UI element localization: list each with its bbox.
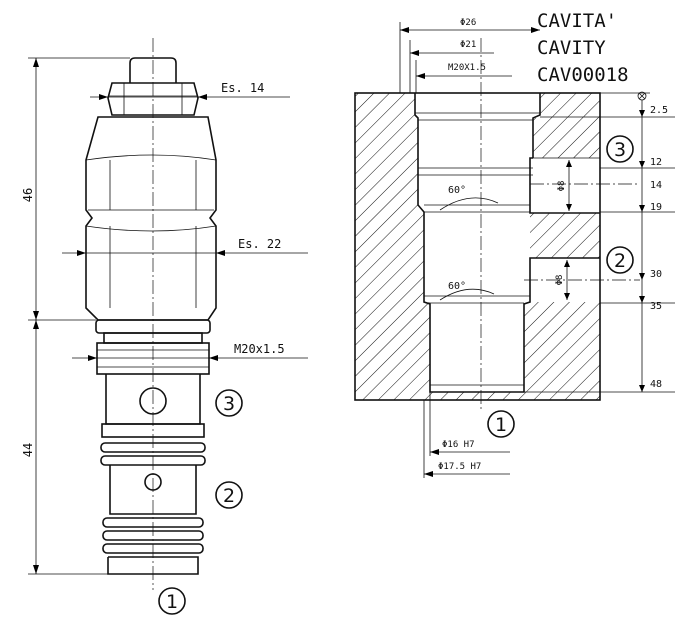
valve-port-callouts: 3 2 1: [158, 389, 243, 615]
cavity-depth-dimensions: 2.5 12 14 19 30 35 48: [524, 91, 675, 393]
depth-12: 12: [650, 157, 662, 168]
depth-19: 19: [650, 202, 662, 213]
title-line-1: CAVITA': [537, 10, 617, 32]
diam-17-5-h7: Φ17.5 H7: [438, 462, 481, 472]
small-hex-nut: [107, 82, 199, 116]
angle-60-lower: 60°: [448, 281, 466, 292]
title-line-2: CAVITY: [537, 37, 606, 59]
valve-dimensions: 46 44 Es. 14 Es. 22 M20x1.5: [21, 57, 308, 575]
valve-port-2: 2: [223, 485, 235, 507]
cavity-title: CAVITA' CAVITY CAV00018: [537, 10, 629, 86]
depth-30: 30: [650, 269, 662, 280]
depth-2-5: 2.5: [650, 105, 668, 116]
large-hex-body: [85, 116, 217, 321]
depth-14: 14: [650, 180, 662, 191]
diam-16-h7: Φ16 H7: [442, 440, 475, 450]
cavity-port-2: 2: [614, 250, 626, 272]
cavity-bottom-dimensions: Φ16 H7 Φ17.5 H7: [423, 392, 510, 478]
cavity-section: 60° 60° Φ8 Φ8: [354, 38, 640, 412]
cartridge-valve: [85, 38, 217, 590]
valve-stem: [129, 57, 177, 83]
dim-44: 44: [21, 443, 35, 457]
cavity-port-3: 3: [614, 139, 626, 161]
cavity-block: [354, 92, 601, 401]
label-es14: Es. 14: [221, 81, 264, 95]
diam-21: Φ21: [460, 40, 476, 50]
label-es22: Es. 22: [238, 237, 281, 251]
valve-port-1: 1: [166, 591, 178, 613]
cavity-port-callouts: 3 2 1: [487, 135, 634, 438]
port3-diam: Φ8: [557, 181, 567, 192]
depth-48: 48: [650, 379, 662, 390]
valve-port-3: 3: [223, 393, 235, 415]
cavity-port-1: 1: [495, 414, 507, 436]
cavity-thread: M20X1.5: [448, 63, 486, 73]
dim-46: 46: [21, 188, 35, 202]
diam-26: Φ26: [460, 18, 476, 28]
title-line-3: CAV00018: [537, 64, 629, 86]
cavity-top-dimensions: Φ26 Φ21 M20X1.5: [399, 18, 540, 93]
angle-60-upper: 60°: [448, 185, 466, 196]
label-valve-thread: M20x1.5: [234, 342, 285, 356]
depth-35: 35: [650, 301, 662, 312]
